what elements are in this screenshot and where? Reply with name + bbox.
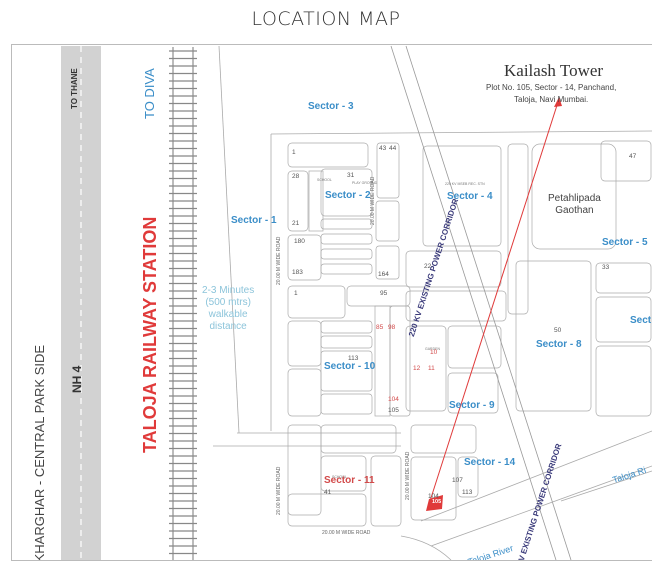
target-plot-label: 105 [432, 499, 442, 505]
wide-road-label-5: 20.00 M WIDE ROAD [322, 530, 371, 536]
plot-number: 28 [292, 173, 300, 180]
plot-number: 180 [294, 238, 305, 245]
project-name: Kailash Tower [504, 61, 604, 80]
highway-side-label: OWE - KHARGHAR - CENTRAL PARK SIDE [32, 344, 47, 561]
substation-label: 220 KV MSEB REC. STN [445, 182, 485, 186]
school-label-11: SCHOOL [332, 475, 347, 479]
plot-number: 47 [629, 153, 637, 160]
plot-number: 104 [388, 396, 399, 403]
plot-number: 43 [379, 145, 387, 152]
playground-label: PLAY GROUND [352, 181, 378, 185]
plot-marker-icon [426, 495, 443, 511]
highway-name: NH 4 [70, 365, 84, 393]
sector-11-label: Sector - 11 [324, 475, 375, 486]
plot-number: 104 [428, 493, 439, 500]
sector-10-label: Sector - 10 [324, 361, 376, 372]
map-linework [61, 45, 652, 560]
wide-road-label-3: 20.00 M WIDE ROAD [276, 466, 282, 515]
plot-number: 164 [378, 271, 389, 278]
arrow-head-icon [554, 97, 562, 107]
station-name: TALOJA RAILWAY STATION [140, 216, 160, 453]
plot-number: 31 [347, 172, 355, 179]
plot-number: 10 [430, 349, 438, 356]
sector-2-label: Sector - 2 [325, 190, 371, 201]
location-map: OWE - KHARGHAR - CENTRAL PARK SIDE NH 4 … [11, 44, 652, 561]
plot-number: 105 [388, 407, 399, 414]
sector-partial-label: Sect [630, 315, 652, 326]
highway-direction: TO THANE [70, 68, 79, 109]
sector-1-label: Sector - 1 [231, 215, 277, 226]
sector-5-label: Sector - 5 [602, 237, 648, 248]
sector-8-label: Sector - 8 [536, 339, 582, 350]
school-label: SCHOOL [317, 178, 332, 182]
sector-9-label: Sector - 9 [449, 400, 495, 411]
plot-number: 1 [292, 149, 296, 156]
project-address-2: Taloja, Navi Mumbai. [514, 95, 589, 104]
plot-number: 98 [388, 324, 396, 331]
plot-number: 12 [413, 365, 421, 372]
plot-number: 33 [602, 264, 610, 271]
plot-number: 41 [324, 489, 332, 496]
sector-4-label: Sector - 4 [447, 191, 493, 202]
plot-number: 44 [389, 145, 397, 152]
plot-number: 1 [294, 290, 298, 297]
plot-number: 21 [292, 220, 300, 227]
rail-direction: TO DIVA [142, 68, 157, 119]
plot-number: 95 [380, 290, 388, 297]
walk-distance-note: 2-3 Minutes (500 mtrs) walkable distance [202, 285, 255, 332]
gaothan-label: Petahlipada Gaothan [548, 193, 601, 216]
plot-number: 107 [452, 477, 463, 484]
plot-number: 22 [424, 263, 432, 270]
plot-number: 85 [376, 324, 384, 331]
page-title: LOCATION MAP [251, 8, 401, 30]
plot-number: 183 [292, 269, 303, 276]
garden-label: GARDEN [425, 347, 440, 351]
plot-number: 11 [428, 365, 435, 372]
railway-track-icon [172, 47, 194, 560]
sector-14-label: Sector - 14 [464, 457, 516, 468]
plot-number: 113 [462, 489, 473, 496]
wide-road-label-1: 20.00 M WIDE ROAD [276, 236, 282, 285]
plot-number: 50 [554, 327, 562, 334]
plot-number: 113 [348, 355, 359, 362]
wide-road-label-4: 20.00 M WIDE ROAD [405, 451, 411, 500]
project-address-1: Plot No. 105, Sector - 14, Panchand, [486, 83, 617, 92]
sector-3-label: Sector - 3 [308, 101, 354, 112]
